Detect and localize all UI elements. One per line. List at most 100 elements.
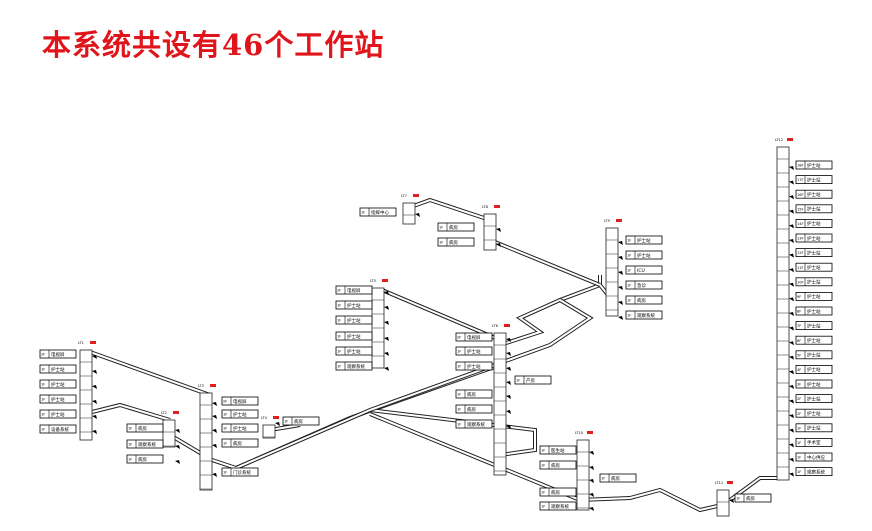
floor-text: 1F [541,449,545,453]
station-name: 产房 [526,377,535,384]
station-name: 护士站 [807,220,821,227]
workstation-label: 14F 护士站 [795,218,833,228]
outlet-icon [92,355,97,359]
station-name: 电视屏 [233,398,247,405]
floor-text: 1F [223,427,227,431]
outlet-icon [789,312,794,316]
floor-text: 12F [797,251,803,255]
riser-column [716,489,730,517]
outlet-icon [92,415,97,419]
station-name: 护士站 [51,381,65,388]
floor-text: 5F [797,353,801,357]
station-name: 病房 [551,489,560,496]
station-name: 病房 [449,239,458,246]
outlet-icon [506,381,511,385]
station-name: 护士站 [807,395,821,402]
floor-text: 1F [601,477,605,481]
outlet-icon [789,370,794,375]
floor-text: 1F [223,471,227,475]
station-name: 护士站 [807,337,821,344]
outlet-icon [175,445,180,449]
wiring-closet-lt5: LT5 [370,279,389,371]
riser-column [776,146,790,481]
station-name: 护士站 [467,363,481,370]
outlet-icon [789,253,794,258]
station-name: 护士站 [51,366,65,373]
workstation-label: 13F 护士站 [795,233,833,243]
station-name: 护士站 [347,333,361,340]
outlet-icon [384,291,389,295]
station-name: 病房 [611,475,620,482]
outlet-icon [789,195,794,200]
workstation-label: 1F 观察系统 [625,310,663,320]
closet-tag: LT7 [401,194,407,198]
riser-column [605,227,619,317]
floor-text: 1F [41,413,45,417]
floor-text: 15F [797,207,803,211]
floor-text: 4F [797,368,801,372]
outlet-icon [212,415,217,419]
station-name: 护士站 [51,396,65,403]
wiring-closet-lt3: LT3 [198,384,217,491]
station-name: 护士站 [807,279,821,286]
station-name: 中心供应 [807,454,825,461]
floor-text: 1F [627,239,631,243]
workstation-label: 1F 病房 [437,222,475,232]
red-marker [90,341,96,344]
station-name: 护士站 [807,249,821,256]
floor-text: 1F [337,365,341,369]
station-name: 观察系统 [551,503,569,510]
floor-text: 2F [457,336,461,340]
floor-text: 1F [516,379,520,383]
outlet-icon [589,493,594,497]
station-name: 观察系统 [637,312,655,319]
outlet-icon [789,282,794,287]
floor-text: 1F [627,254,631,258]
station-name: 病房 [449,224,458,231]
floor-text: 1F [439,226,443,230]
outlet-icon [789,458,794,462]
outlet-icon [789,472,794,477]
floor-text: 1F [797,426,801,430]
outlet-icon [212,444,217,448]
floor-text: 1F [797,441,801,445]
station-name: 护士站 [807,410,821,417]
station-name: 护士站 [807,425,821,432]
floor-text: 1F [337,319,341,323]
floor-text: 1F [627,269,631,273]
outlet-icon [789,239,794,243]
riser-column [162,419,176,448]
station-name: 护士站 [807,235,821,242]
floor-text: 1F [627,314,631,318]
floor-text: 1F [627,284,631,288]
floor-text: 13F [797,237,803,241]
station-name: 观察系统 [467,421,485,428]
wiring-closet-lt2: LT2 [161,411,180,464]
floor-text: 1F [128,427,132,431]
floor-text: 2F [337,289,341,293]
floor-text: 14F [797,222,803,226]
outlet-icon [589,451,594,455]
cable-tray [499,275,602,347]
outlet-icon [506,425,511,429]
